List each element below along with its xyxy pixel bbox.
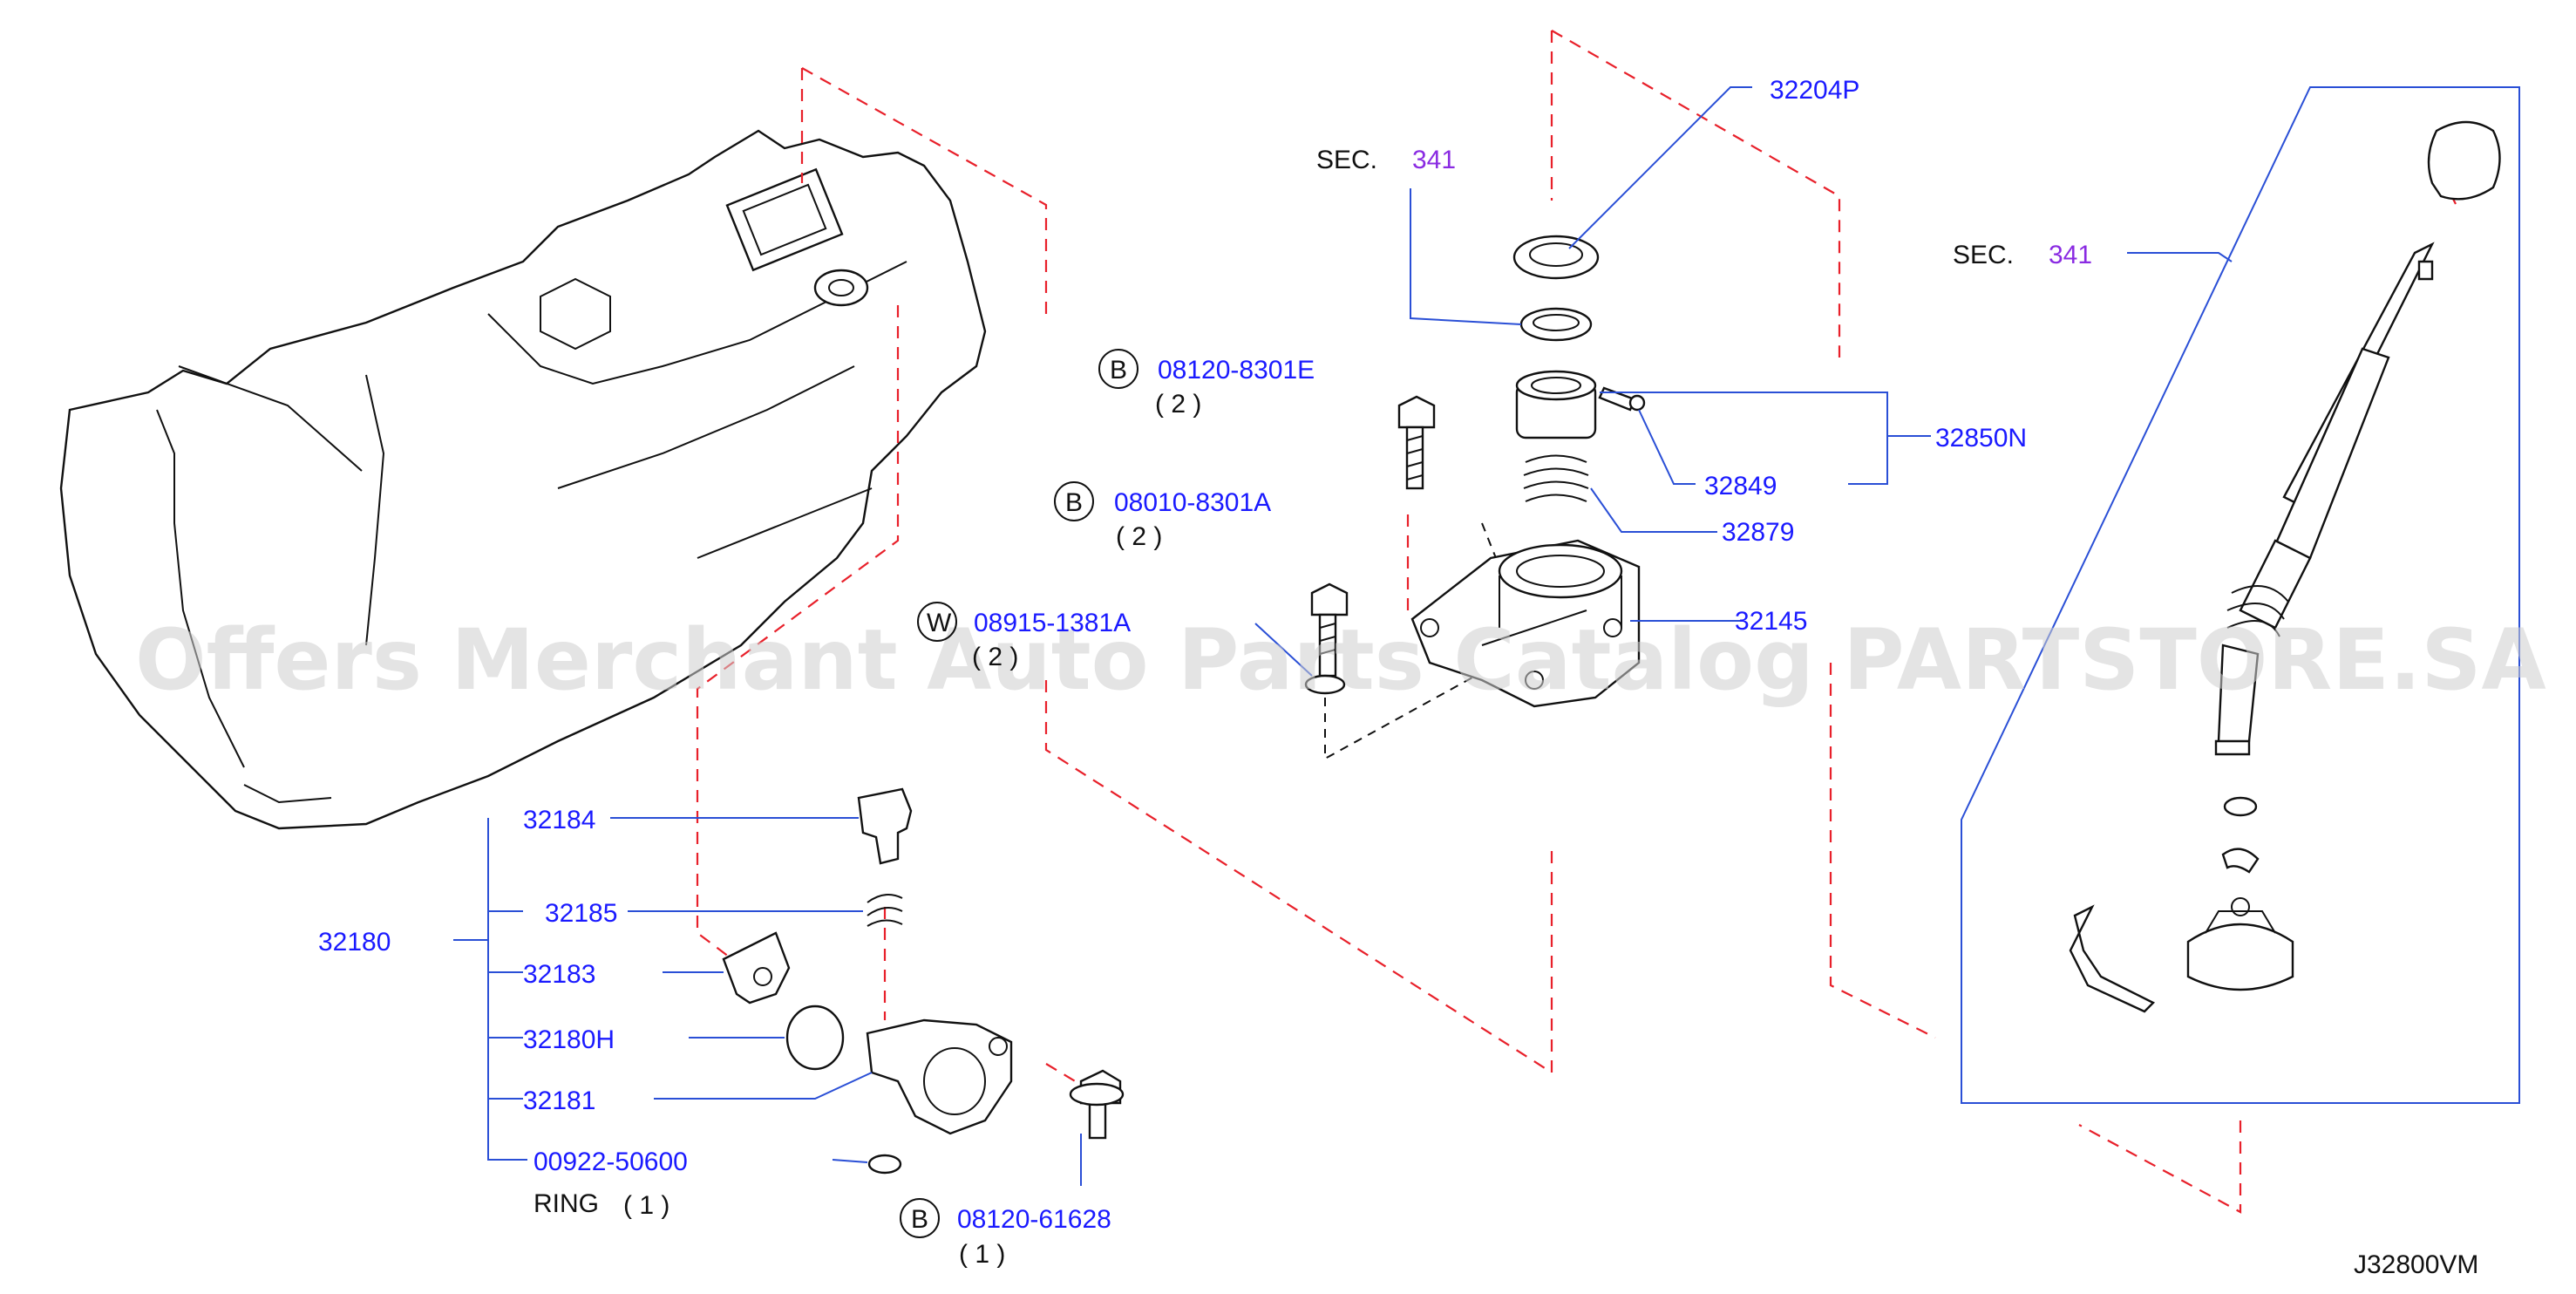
label-32180H[interactable]: 32180H xyxy=(523,1025,615,1054)
badge-b-1 xyxy=(1098,349,1138,389)
shift-lever-assembly xyxy=(1961,86,2520,1104)
label-08010-8301A[interactable]: 08010-8301A xyxy=(1114,488,1271,517)
label-32185[interactable]: 32185 xyxy=(545,899,617,928)
check-ball-assembly xyxy=(722,787,1125,1175)
label-32181[interactable]: 32181 xyxy=(523,1086,595,1115)
qty-08120-8301E: ( 2 ) xyxy=(1155,390,1201,419)
transmission-housing xyxy=(59,129,987,830)
qty-08915-1381A: ( 2 ) xyxy=(972,643,1018,671)
ring-label: RING xyxy=(534,1189,599,1218)
leader-lines xyxy=(453,86,2233,1186)
label-00922-50600[interactable]: 00922-50600 xyxy=(534,1148,688,1176)
label-32180[interactable]: 32180 xyxy=(318,928,391,957)
shift-lever-housing xyxy=(1410,539,1641,708)
sec-link-right[interactable]: 341 xyxy=(2049,241,2092,269)
sec-prefix-right: SEC. xyxy=(1953,241,2014,269)
badge-b-3-letter: B xyxy=(911,1205,928,1234)
label-32879[interactable]: 32879 xyxy=(1722,518,1794,547)
qty-08120-61628: ( 1 ) xyxy=(959,1240,1005,1269)
badge-w xyxy=(917,602,957,642)
badge-b-2-letter: B xyxy=(1065,488,1083,517)
sec-prefix-top: SEC. xyxy=(1316,146,1377,174)
badge-b-2 xyxy=(1054,481,1094,521)
badge-w-letter: W xyxy=(927,609,952,637)
shifter-retainer-parts xyxy=(1512,235,1646,502)
label-32184[interactable]: 32184 xyxy=(523,806,595,834)
housing-bolts xyxy=(1304,395,1436,695)
label-08120-8301E[interactable]: 08120-8301E xyxy=(1158,356,1315,385)
label-32849[interactable]: 32849 xyxy=(1704,472,1777,501)
label-32204P[interactable]: 32204P xyxy=(1770,76,1859,105)
badge-b-1-letter: B xyxy=(1110,356,1127,385)
label-08120-61628[interactable]: 08120-61628 xyxy=(957,1205,1111,1234)
badge-b-3 xyxy=(900,1198,940,1238)
label-32145[interactable]: 32145 xyxy=(1735,607,1807,636)
label-32850N[interactable]: 32850N xyxy=(1935,424,2027,453)
sec-link-top[interactable]: 341 xyxy=(1412,146,1456,174)
diagram-code: J32800VM xyxy=(2354,1250,2478,1279)
watermark: Offers Merchant Auto Parts Catalog PARTS… xyxy=(135,611,2546,709)
label-08915-1381A[interactable]: 08915-1381A xyxy=(974,609,1131,637)
label-32183[interactable]: 32183 xyxy=(523,960,595,989)
ring-qty: ( 1 ) xyxy=(623,1191,669,1220)
qty-08010-8301A: ( 2 ) xyxy=(1116,522,1162,551)
